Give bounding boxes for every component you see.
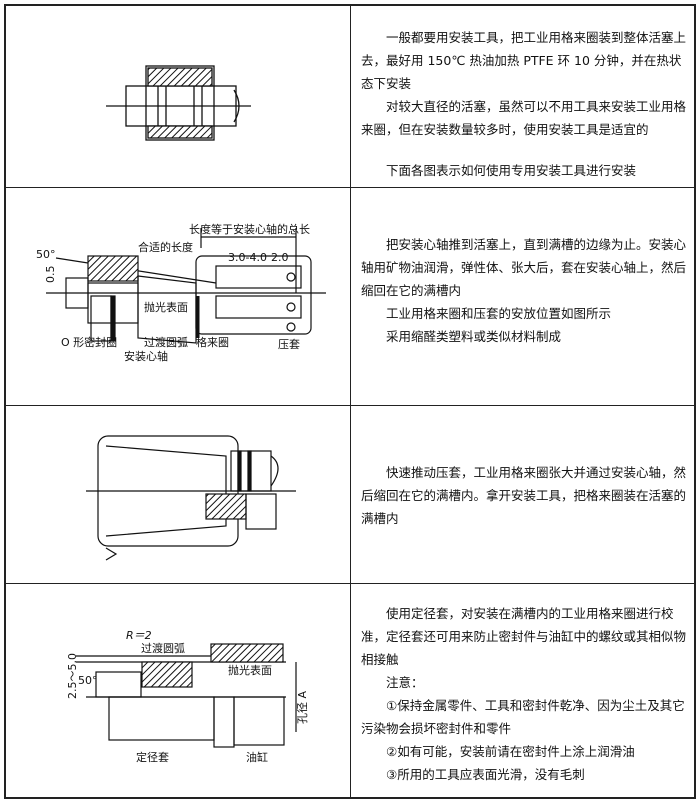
label-glyd-ring: 格来圈 <box>196 335 229 349</box>
paragraph: 使用定径套，对安装在满槽内的工业用格来圈进行校准，定径套还可用来防止密封件与油缸… <box>361 606 687 667</box>
label-suitable-length: 合适的长度 <box>138 240 193 254</box>
paragraph: 下面各图表示如何使用专用安装工具进行安装 <box>386 163 637 178</box>
label-polished: 抛光表面 <box>144 300 188 314</box>
label-angle: 50° <box>36 248 56 261</box>
label-mandrel: 安装心轴 <box>124 349 168 363</box>
paragraph: 把安装心轴推到活塞上，直到满槽的边缘为止。安装心轴用矿物油润滑，弹性体、张大后，… <box>361 237 687 298</box>
row-text: 把安装心轴推到活塞上，直到满槽的边缘为止。安装心轴用矿物油润滑，弹性体、张大后，… <box>361 233 686 348</box>
table-row: 快速推动压套，工业用格来圈张大并通过安装心轴，然后缩回在它的满槽内。拿开安装工具… <box>6 406 694 584</box>
row-text: 一般都要用安装工具，把工业用格来圈装到整体活塞上去，最好用 150℃ 热油加热 … <box>361 26 686 182</box>
label-transition-arc: 过渡圆弧 <box>144 335 188 349</box>
sizing-sleeve-figure: R＝2 过渡圆弧 2.5～5.0 50° 抛光表面 孔径 A 定径套 油缸 <box>6 584 351 797</box>
label-radius: R＝2 <box>126 629 152 642</box>
label-offset: 0.5 <box>44 266 57 284</box>
row-text: 快速推动压套，工业用格来圈张大并通过安装心轴，然后缩回在它的满槽内。拿开安装工具… <box>361 461 686 530</box>
label-cylinder: 油缸 <box>246 750 268 764</box>
label-polished: 抛光表面 <box>228 663 272 677</box>
paragraph: 工业用格来圈和压套的安放位置如图所示 <box>386 306 612 321</box>
table-row: 一般都要用安装工具，把工业用格来圈装到整体活塞上去，最好用 150℃ 热油加热 … <box>6 6 694 188</box>
label-sizing-sleeve: 定径套 <box>136 750 169 764</box>
label-total-length: 长度等于安装心轴的总长 <box>189 222 310 236</box>
label-bore: 孔径 A <box>296 691 309 724</box>
installation-table: 一般都要用安装工具，把工业用格来圈装到整体活塞上去，最好用 150℃ 热油加热 … <box>4 4 696 799</box>
press-sleeve-figure <box>6 406 351 583</box>
label-dim1: 3.0-4.0 <box>228 251 267 264</box>
table-row: 长度等于安装心轴的总长 合适的长度 50° 0.5 3.0-4.0 2.0 抛光… <box>6 188 694 406</box>
table-row: R＝2 过渡圆弧 2.5～5.0 50° 抛光表面 孔径 A 定径套 油缸 使用… <box>6 584 694 797</box>
mandrel-installation-figure: 长度等于安装心轴的总长 合适的长度 50° 0.5 3.0-4.0 2.0 抛光… <box>6 188 351 405</box>
label-press-sleeve: 压套 <box>278 338 300 351</box>
label-angle: 50° <box>78 674 98 687</box>
paragraph: ③所用的工具应表面光滑，没有毛刺 <box>386 767 585 782</box>
paragraph: 采用缩醛类塑料或类似材料制成 <box>386 329 562 344</box>
paragraph: 一般都要用安装工具，把工业用格来圈装到整体活塞上去，最好用 150℃ 热油加热 … <box>361 30 687 91</box>
paragraph: ②如有可能，安装前请在密封件上涂上润滑油 <box>386 744 635 759</box>
paragraph: 对较大直径的活塞，虽然可以不用工具来安装工业用格来圈，但在安装数量较多时，使用安… <box>361 99 687 137</box>
label-o-ring: O 形密封圈 <box>61 335 117 349</box>
piston-assembly-figure <box>6 6 351 187</box>
label-range: 2.5～5.0 <box>66 653 79 699</box>
row-text: 使用定径套，对安装在满槽内的工业用格来圈进行校准，定径套还可用来防止密封件与油缸… <box>361 602 686 786</box>
paragraph: ①保持金属零件、工具和密封件乾净、因为尘土及其它污染物会损坏密封件和零件 <box>361 698 685 736</box>
label-dim2: 2.0 <box>271 251 289 264</box>
paragraph: 快速推动压套，工业用格来圈张大并通过安装心轴，然后缩回在它的满槽内。拿开安装工具… <box>361 465 687 526</box>
paragraph: 注意： <box>386 675 424 690</box>
label-transition-arc: 过渡圆弧 <box>141 641 185 655</box>
